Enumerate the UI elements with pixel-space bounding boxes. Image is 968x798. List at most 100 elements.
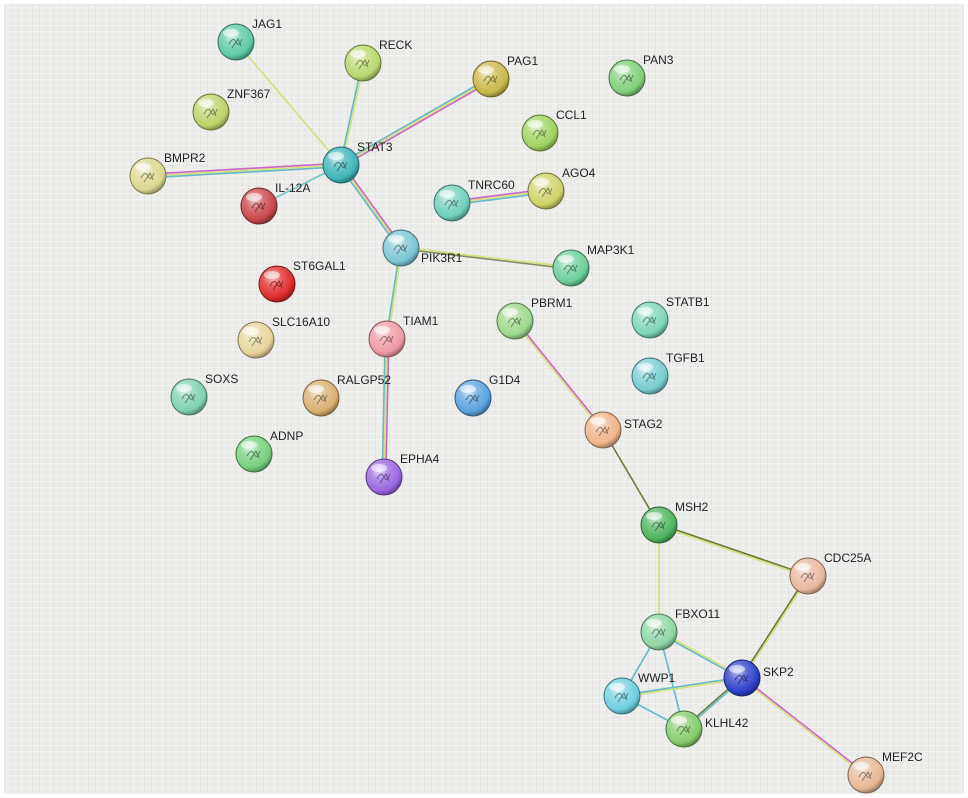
edge-evidence-line xyxy=(339,76,491,165)
protein-structure-icon xyxy=(248,335,263,347)
protein-structure-icon xyxy=(676,724,691,736)
protein-structure-icon xyxy=(246,449,261,461)
node-ago4[interactable]: AGO4 xyxy=(527,166,596,210)
edge-skp2-mef2c xyxy=(740,676,868,777)
node-label-fbxo11: FBXO11 xyxy=(675,607,720,621)
protein-structure-icon xyxy=(251,201,266,213)
edge-evidence-line xyxy=(341,79,493,168)
node-ccl1[interactable]: CCL1 xyxy=(521,108,587,152)
node-label-map3k1: MAP3K1 xyxy=(587,243,635,257)
edges-layer xyxy=(147,41,868,777)
node-label-g1d4: G1D4 xyxy=(489,373,521,387)
protein-structure-icon xyxy=(376,472,391,484)
node-slc16a10[interactable]: SLC16A10 xyxy=(237,315,330,359)
edge-evidence-line xyxy=(621,676,743,696)
node-il-12a[interactable]: IL-12A xyxy=(240,181,310,225)
node-pik3r1[interactable]: PIK3R1 xyxy=(382,229,463,267)
edge-evidence-line xyxy=(381,338,387,478)
node-label-epha4: EPHA4 xyxy=(400,452,440,466)
sphere-highlight xyxy=(533,178,549,186)
edge-evidence-line xyxy=(235,41,342,166)
edge-evidence-line xyxy=(741,676,868,776)
node-stag2[interactable]: STAG2 xyxy=(584,411,663,449)
sphere-highlight xyxy=(308,385,324,393)
protein-structure-icon xyxy=(642,371,657,383)
node-label-tgfb1: TGFB1 xyxy=(666,351,705,365)
sphere-highlight xyxy=(388,235,404,243)
sphere-highlight xyxy=(374,326,390,334)
protein-structure-icon xyxy=(507,316,522,328)
node-label-ccl1: CCL1 xyxy=(556,108,587,122)
sphere-highlight xyxy=(198,99,214,107)
node-label-jag1: JAG1 xyxy=(252,17,282,31)
sphere-highlight xyxy=(243,327,259,335)
node-msh2[interactable]: MSH2 xyxy=(640,500,709,544)
sphere-highlight xyxy=(590,417,606,425)
sphere-highlight xyxy=(853,762,869,770)
node-pbrm1[interactable]: PBRM1 xyxy=(496,296,573,340)
protein-structure-icon xyxy=(595,425,610,437)
node-bmpr2[interactable]: BMPR2 xyxy=(129,151,206,195)
sphere-highlight xyxy=(460,385,476,393)
protein-structure-icon xyxy=(734,673,749,685)
node-label-adnp: ADNP xyxy=(270,429,303,443)
node-ralgp52[interactable]: RALGP52 xyxy=(302,373,391,417)
sphere-highlight xyxy=(241,441,257,449)
protein-structure-icon xyxy=(333,160,348,172)
edge-pbrm1-stag2 xyxy=(513,319,605,432)
node-label-msh2: MSH2 xyxy=(675,500,709,514)
sphere-highlight xyxy=(502,308,518,316)
node-skp2[interactable]: SKP2 xyxy=(723,659,794,697)
sphere-highlight xyxy=(637,363,653,371)
node-klhl42[interactable]: KLHL42 xyxy=(665,710,749,748)
edge-evidence-line xyxy=(514,319,605,431)
node-g1d4[interactable]: G1D4 xyxy=(454,373,521,417)
node-pan3[interactable]: PAN3 xyxy=(608,53,674,97)
edge-evidence-line xyxy=(657,525,809,578)
node-map3k1[interactable]: MAP3K1 xyxy=(552,243,635,287)
node-mef2c[interactable]: MEF2C xyxy=(847,750,923,794)
node-adnp[interactable]: ADNP xyxy=(235,429,303,473)
node-tgfb1[interactable]: TGFB1 xyxy=(631,351,705,395)
sphere-highlight xyxy=(135,163,151,171)
protein-structure-icon xyxy=(444,198,459,210)
node-reck[interactable]: RECK xyxy=(344,38,412,82)
edge-evidence-line xyxy=(400,248,572,270)
protein-structure-icon xyxy=(181,392,196,404)
node-st6gal1[interactable]: ST6GAL1 xyxy=(258,259,346,303)
protein-structure-icon xyxy=(203,107,218,119)
node-label-ralgp52: RALGP52 xyxy=(337,373,391,387)
edge-pag1-stat3 xyxy=(339,76,493,168)
node-jag1[interactable]: JAG1 xyxy=(217,17,282,61)
node-label-mef2c: MEF2C xyxy=(882,750,923,764)
node-label-slc16a10: SLC16A10 xyxy=(272,315,330,329)
node-wwp1[interactable]: WWP1 xyxy=(603,671,676,715)
protein-structure-icon xyxy=(800,571,815,583)
protein-structure-icon xyxy=(651,627,666,639)
node-tnrc60[interactable]: TNRC60 xyxy=(433,178,515,222)
node-label-st6gal1: ST6GAL1 xyxy=(293,259,346,273)
node-cdc25a[interactable]: CDC25A xyxy=(789,551,871,595)
sphere-highlight xyxy=(328,152,344,160)
node-soxs[interactable]: SOXS xyxy=(170,372,238,416)
edge-evidence-line xyxy=(621,678,743,698)
node-label-cdc25a: CDC25A xyxy=(824,551,871,565)
protein-structure-icon xyxy=(538,186,553,198)
node-label-stat3: STAT3 xyxy=(357,140,393,154)
sphere-highlight xyxy=(350,50,366,58)
node-tiam1[interactable]: TIAM1 xyxy=(368,314,439,358)
node-label-ago4: AGO4 xyxy=(562,166,596,180)
edge-evidence-line xyxy=(383,338,388,478)
node-znf367[interactable]: ZNF367 xyxy=(192,87,271,131)
node-stat3[interactable]: STAT3 xyxy=(322,140,393,184)
edge-evidence-line xyxy=(741,575,810,680)
node-epha4[interactable]: EPHA4 xyxy=(365,452,440,496)
node-pag1[interactable]: PAG1 xyxy=(472,54,538,98)
protein-structure-icon xyxy=(858,770,873,782)
sphere-highlight xyxy=(558,255,574,263)
sphere-highlight xyxy=(527,120,543,128)
node-statb1[interactable]: STATB1 xyxy=(631,295,710,339)
node-fbxo11[interactable]: FBXO11 xyxy=(640,607,720,651)
protein-structure-icon xyxy=(228,37,243,49)
